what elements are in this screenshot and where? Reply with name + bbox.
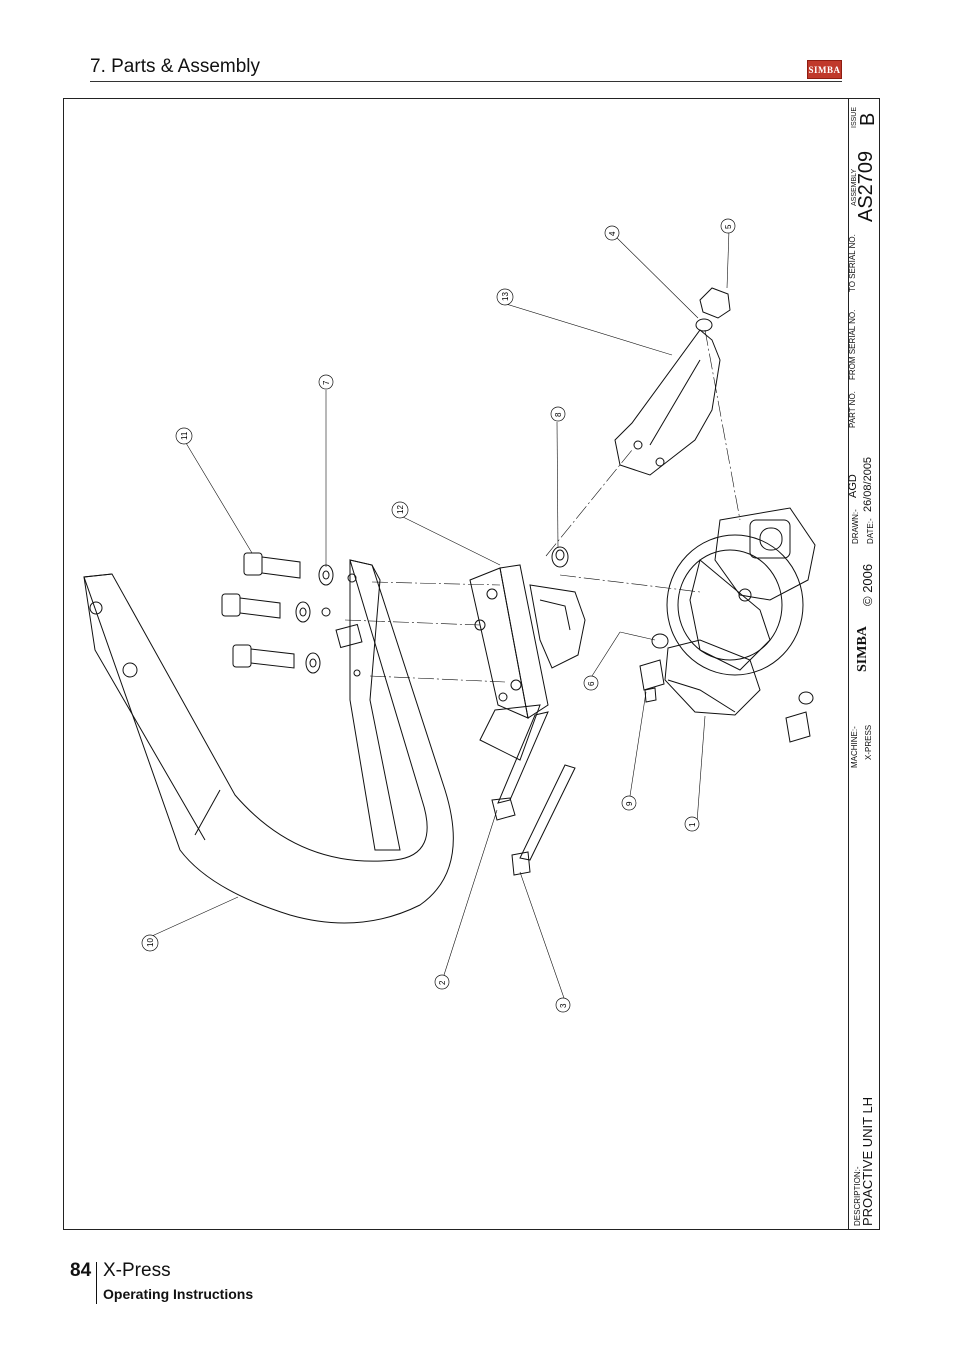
svg-text:11: 11 (180, 431, 189, 440)
svg-text:6: 6 (587, 681, 596, 686)
svg-text:7: 7 (322, 380, 331, 385)
svg-text:12: 12 (396, 505, 405, 514)
callout-6: 6 (583, 675, 599, 691)
copyright: © 2006 (860, 563, 875, 606)
svg-text:10: 10 (146, 938, 155, 947)
callout-4: 4 (604, 225, 620, 241)
exploded-assembly-drawing: 1 2 3 4 5 6 7 8 9 10 11 12 13 (83, 218, 816, 1013)
svg-text:13: 13 (501, 292, 510, 301)
callout-10: 10 (141, 934, 159, 952)
machine-label: MACHINE:- (850, 726, 859, 768)
part-no-label: PART NO. (848, 391, 857, 428)
part-callouts: 1 2 3 4 5 6 7 8 9 10 11 12 13 (141, 218, 736, 1013)
drawing-frame (63, 98, 880, 1230)
callout-5: 5 (720, 218, 736, 234)
date-label: DATE:- (866, 518, 875, 544)
callout-11: 11 (175, 427, 193, 445)
svg-text:2: 2 (438, 980, 447, 985)
title-block-divider (848, 98, 849, 1230)
drawn-label: DRAWN:- (851, 509, 860, 544)
product-name: X-Press (103, 1260, 171, 1281)
assembly-number: AS2709 (855, 150, 877, 222)
drawn-by: AGD (847, 474, 859, 498)
callout-13: 13 (496, 288, 514, 306)
callout-3: 3 (555, 997, 571, 1013)
footer-divider (96, 1262, 97, 1304)
svg-text:8: 8 (554, 412, 563, 417)
to-serial-label: TO SERIAL NO. (848, 234, 857, 292)
issue-value: B (857, 112, 879, 126)
description-value: PROACTIVE UNIT LH (860, 1096, 875, 1226)
callout-9: 9 (621, 795, 637, 811)
header-divider (90, 81, 842, 82)
section-title: 7. Parts & Assembly (90, 56, 261, 77)
title-block-brand: SIMBA (855, 626, 870, 672)
svg-text:9: 9 (625, 801, 634, 806)
from-serial-label: FROM SERIAL NO. (848, 309, 857, 380)
callout-8: 8 (550, 406, 566, 422)
svg-text:4: 4 (608, 231, 617, 236)
callout-12: 12 (391, 501, 409, 519)
machine-value: X-PRESS (864, 724, 873, 760)
callout-7: 7 (318, 374, 334, 390)
svg-text:1: 1 (688, 822, 697, 827)
date-value: 26/08/2005 (862, 456, 874, 512)
document-subtitle: Operating Instructions (103, 1286, 254, 1302)
svg-text:5: 5 (724, 224, 733, 229)
callout-2: 2 (434, 974, 450, 990)
brand-logo: SIMBA (807, 60, 842, 79)
callout-1: 1 (684, 816, 700, 832)
svg-text:3: 3 (559, 1003, 568, 1008)
page-number: 84 (70, 1260, 92, 1281)
